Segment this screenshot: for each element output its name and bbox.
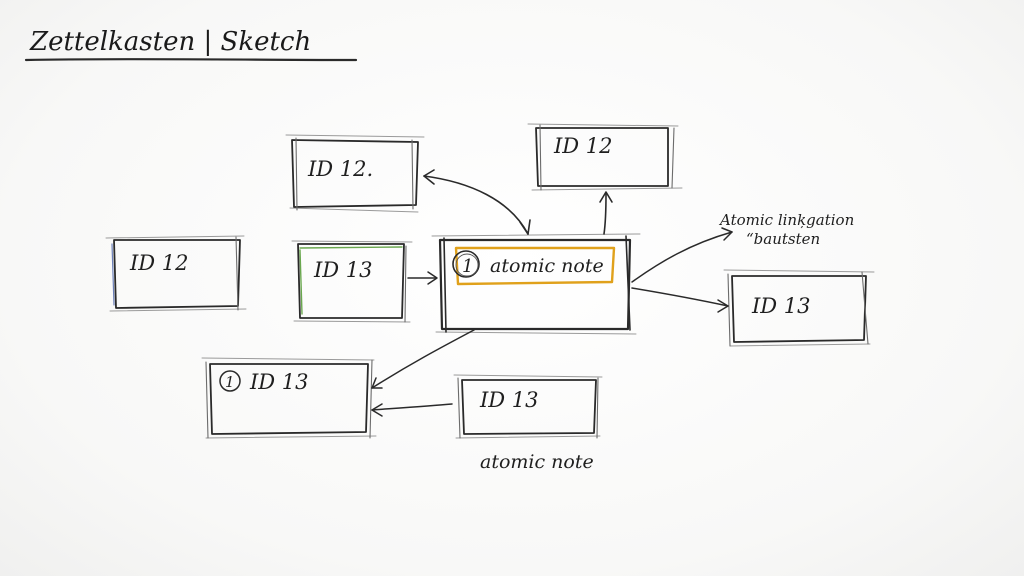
node-label: ID 12. <box>307 157 373 181</box>
arrowhead-icon <box>371 377 383 389</box>
arrowhead-icon <box>721 227 733 241</box>
arrowhead-icon <box>371 403 383 417</box>
annotation-right-top: Atomic linķgation “bautsten <box>718 211 854 248</box>
arrowhead-icon <box>423 169 435 185</box>
arrow-center-to-top-right <box>603 193 607 235</box>
annotation-line-1: Atomic linķgation <box>718 211 854 229</box>
note-box-top-left[interactable]: ID 12. <box>285 134 425 213</box>
annotation-line-2: “bautsten <box>746 230 820 248</box>
highlight-rect <box>454 246 616 286</box>
note-box-center[interactable]: 1 atomic note <box>431 233 641 335</box>
node-label: atomic note <box>490 255 604 277</box>
node-label: ID 12 <box>553 134 613 158</box>
arrowhead-icon <box>717 299 729 313</box>
arrow-center-to-annotation <box>631 231 733 283</box>
title-group: Zettelkasten | Sketch <box>24 27 358 62</box>
note-box-left[interactable]: ID 12 <box>105 235 247 312</box>
diagram-title: Zettelkasten | Sketch <box>29 27 311 57</box>
arrow-center-to-right <box>631 287 729 307</box>
arrowhead-icon <box>519 219 531 235</box>
arrow-center-to-top-left <box>423 175 529 235</box>
arrow-center-to-bottom-left <box>371 329 475 389</box>
arrowhead-icon <box>599 191 613 203</box>
connection-arrows <box>371 169 733 417</box>
note-box-bottom-left[interactable]: 1 ID 13 <box>201 357 377 439</box>
marker-number: 1 <box>225 373 235 391</box>
node-label: ID 12 <box>129 251 189 275</box>
marker-number: 1 <box>462 256 473 277</box>
note-box-top-right[interactable]: ID 12 <box>527 123 683 191</box>
title-underline <box>24 58 358 62</box>
arrowhead-icon <box>427 271 438 285</box>
circle-marker-icon: 1 <box>452 250 480 278</box>
circle-marker-icon: 1 <box>219 370 241 392</box>
note-box-bottom-mid[interactable]: ID 13 <box>453 374 603 439</box>
node-label: ID 13 <box>249 370 309 394</box>
node-label: ID 13 <box>479 388 539 412</box>
node-label: ID 13 <box>751 294 811 318</box>
note-box-mid-left[interactable]: ID 13 <box>291 240 413 323</box>
bottom-caption: atomic note <box>480 451 594 473</box>
arrow-bottom-mid-to-bottom-left <box>371 403 453 411</box>
node-label: ID 13 <box>313 258 373 282</box>
note-box-right[interactable]: ID 13 <box>723 269 875 347</box>
